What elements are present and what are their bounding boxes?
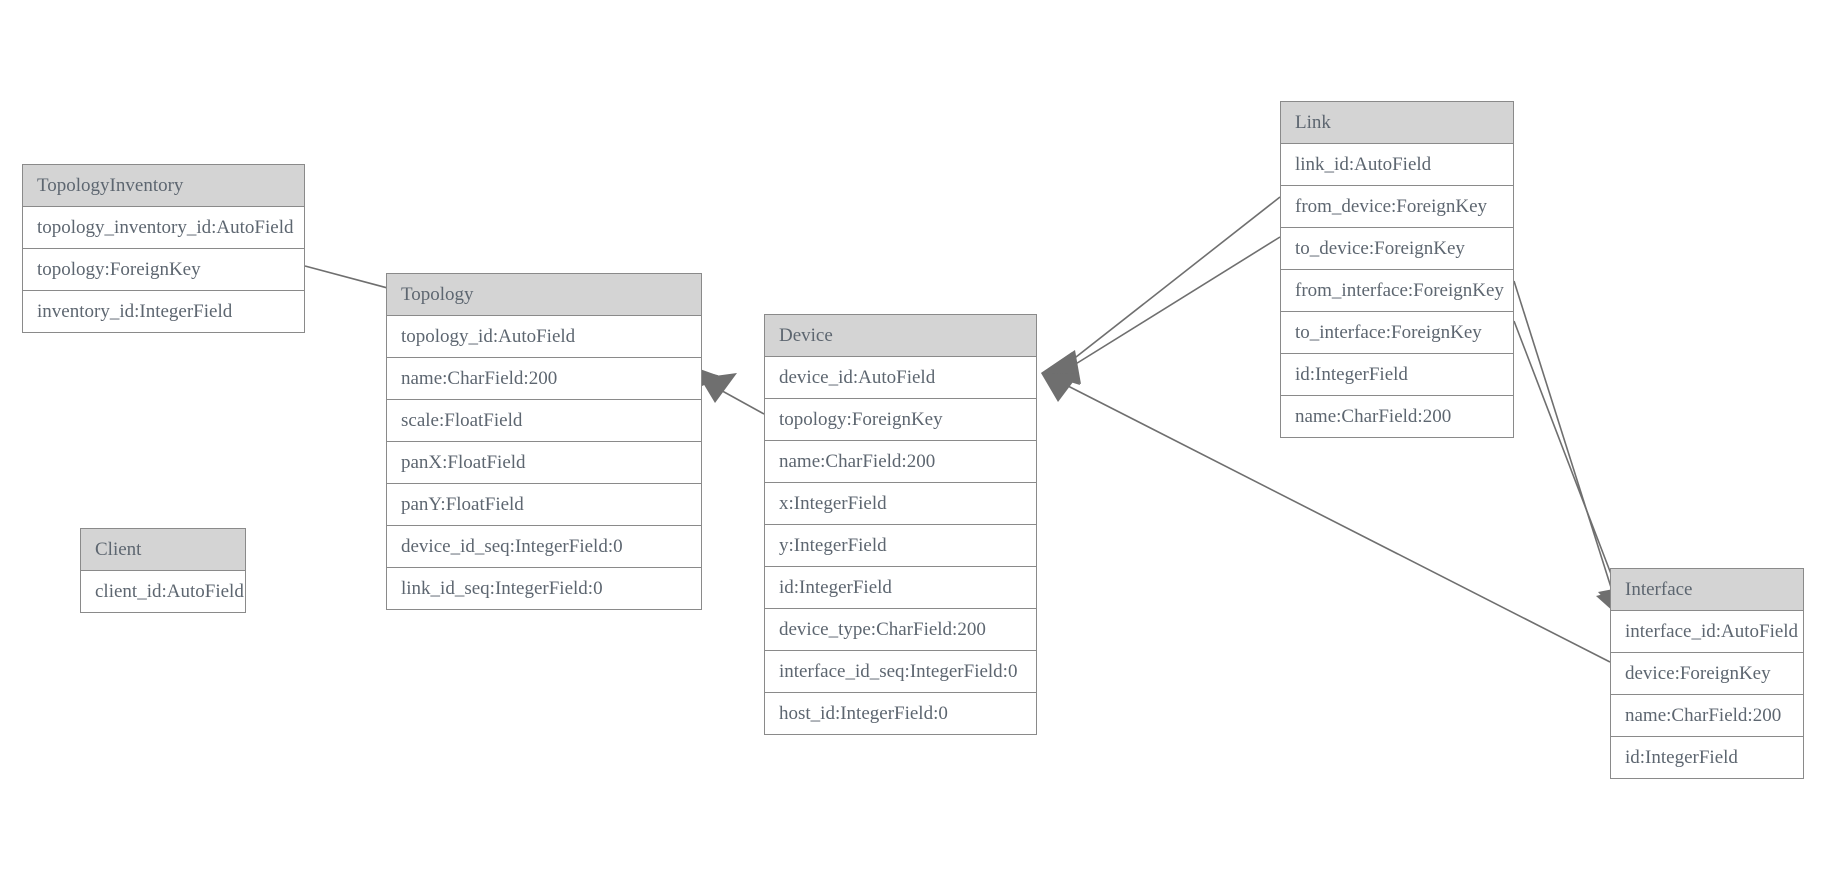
field-row: name:CharField:200 [765, 441, 1036, 483]
entity-fields-topology: topology_id:AutoField name:CharField:200… [387, 316, 701, 609]
field-row: inventory_id:IntegerField [23, 291, 304, 332]
field-row: device:ForeignKey [1611, 653, 1803, 695]
field-row: client_id:AutoField [81, 571, 245, 612]
field-row: device_type:CharField:200 [765, 609, 1036, 651]
field-row: topology_inventory_id:AutoField [23, 207, 304, 249]
entity-title-topology: Topology [387, 274, 701, 316]
field-row: name:CharField:200 [1281, 396, 1513, 437]
field-row: topology_id:AutoField [387, 316, 701, 358]
field-row: id:IntegerField [1281, 354, 1513, 396]
entity-topology[interactable]: Topology topology_id:AutoField name:Char… [386, 273, 702, 610]
field-row: panX:FloatField [387, 442, 701, 484]
field-row: host_id:IntegerField:0 [765, 693, 1036, 734]
entity-fields-topology-inventory: topology_inventory_id:AutoField topology… [23, 207, 304, 332]
field-row: name:CharField:200 [1611, 695, 1803, 737]
entity-interface[interactable]: Interface interface_id:AutoField device:… [1610, 568, 1804, 779]
entity-device[interactable]: Device device_id:AutoField topology:Fore… [764, 314, 1037, 735]
field-row: scale:FloatField [387, 400, 701, 442]
field-row: topology:ForeignKey [23, 249, 304, 291]
entity-title-topology-inventory: TopologyInventory [23, 165, 304, 207]
entity-link[interactable]: Link link_id:AutoField from_device:Forei… [1280, 101, 1514, 438]
field-row: id:IntegerField [765, 567, 1036, 609]
field-row: id:IntegerField [1611, 737, 1803, 778]
field-row: from_interface:ForeignKey [1281, 270, 1513, 312]
entity-fields-interface: interface_id:AutoField device:ForeignKey… [1611, 611, 1803, 778]
field-row: panY:FloatField [387, 484, 701, 526]
field-row: x:IntegerField [765, 483, 1036, 525]
relationship-link-to-device-to-device [1041, 236, 1281, 385]
entity-client[interactable]: Client client_id:AutoField [80, 528, 246, 613]
relationship-link-from-device-to-device [1041, 196, 1281, 384]
field-row: topology:ForeignKey [765, 399, 1036, 441]
field-row: device_id:AutoField [765, 357, 1036, 399]
entity-title-interface: Interface [1611, 569, 1803, 611]
entity-fields-client: client_id:AutoField [81, 571, 245, 612]
field-row: to_device:ForeignKey [1281, 228, 1513, 270]
field-row: from_device:ForeignKey [1281, 186, 1513, 228]
field-row: device_id_seq:IntegerField:0 [387, 526, 701, 568]
field-row: link_id:AutoField [1281, 144, 1513, 186]
entity-fields-link: link_id:AutoField from_device:ForeignKey… [1281, 144, 1513, 437]
field-row: name:CharField:200 [387, 358, 701, 400]
field-row: to_interface:ForeignKey [1281, 312, 1513, 354]
entity-topology-inventory[interactable]: TopologyInventory topology_inventory_id:… [22, 164, 305, 333]
field-row: link_id_seq:IntegerField:0 [387, 568, 701, 609]
entity-title-device: Device [765, 315, 1036, 357]
entity-title-link: Link [1281, 102, 1513, 144]
entity-title-client: Client [81, 529, 245, 571]
field-row: interface_id:AutoField [1611, 611, 1803, 653]
relationship-device-to-topology [700, 373, 765, 415]
field-row: interface_id_seq:IntegerField:0 [765, 651, 1036, 693]
field-row: y:IntegerField [765, 525, 1036, 567]
entity-fields-device: device_id:AutoField topology:ForeignKey … [765, 357, 1036, 734]
